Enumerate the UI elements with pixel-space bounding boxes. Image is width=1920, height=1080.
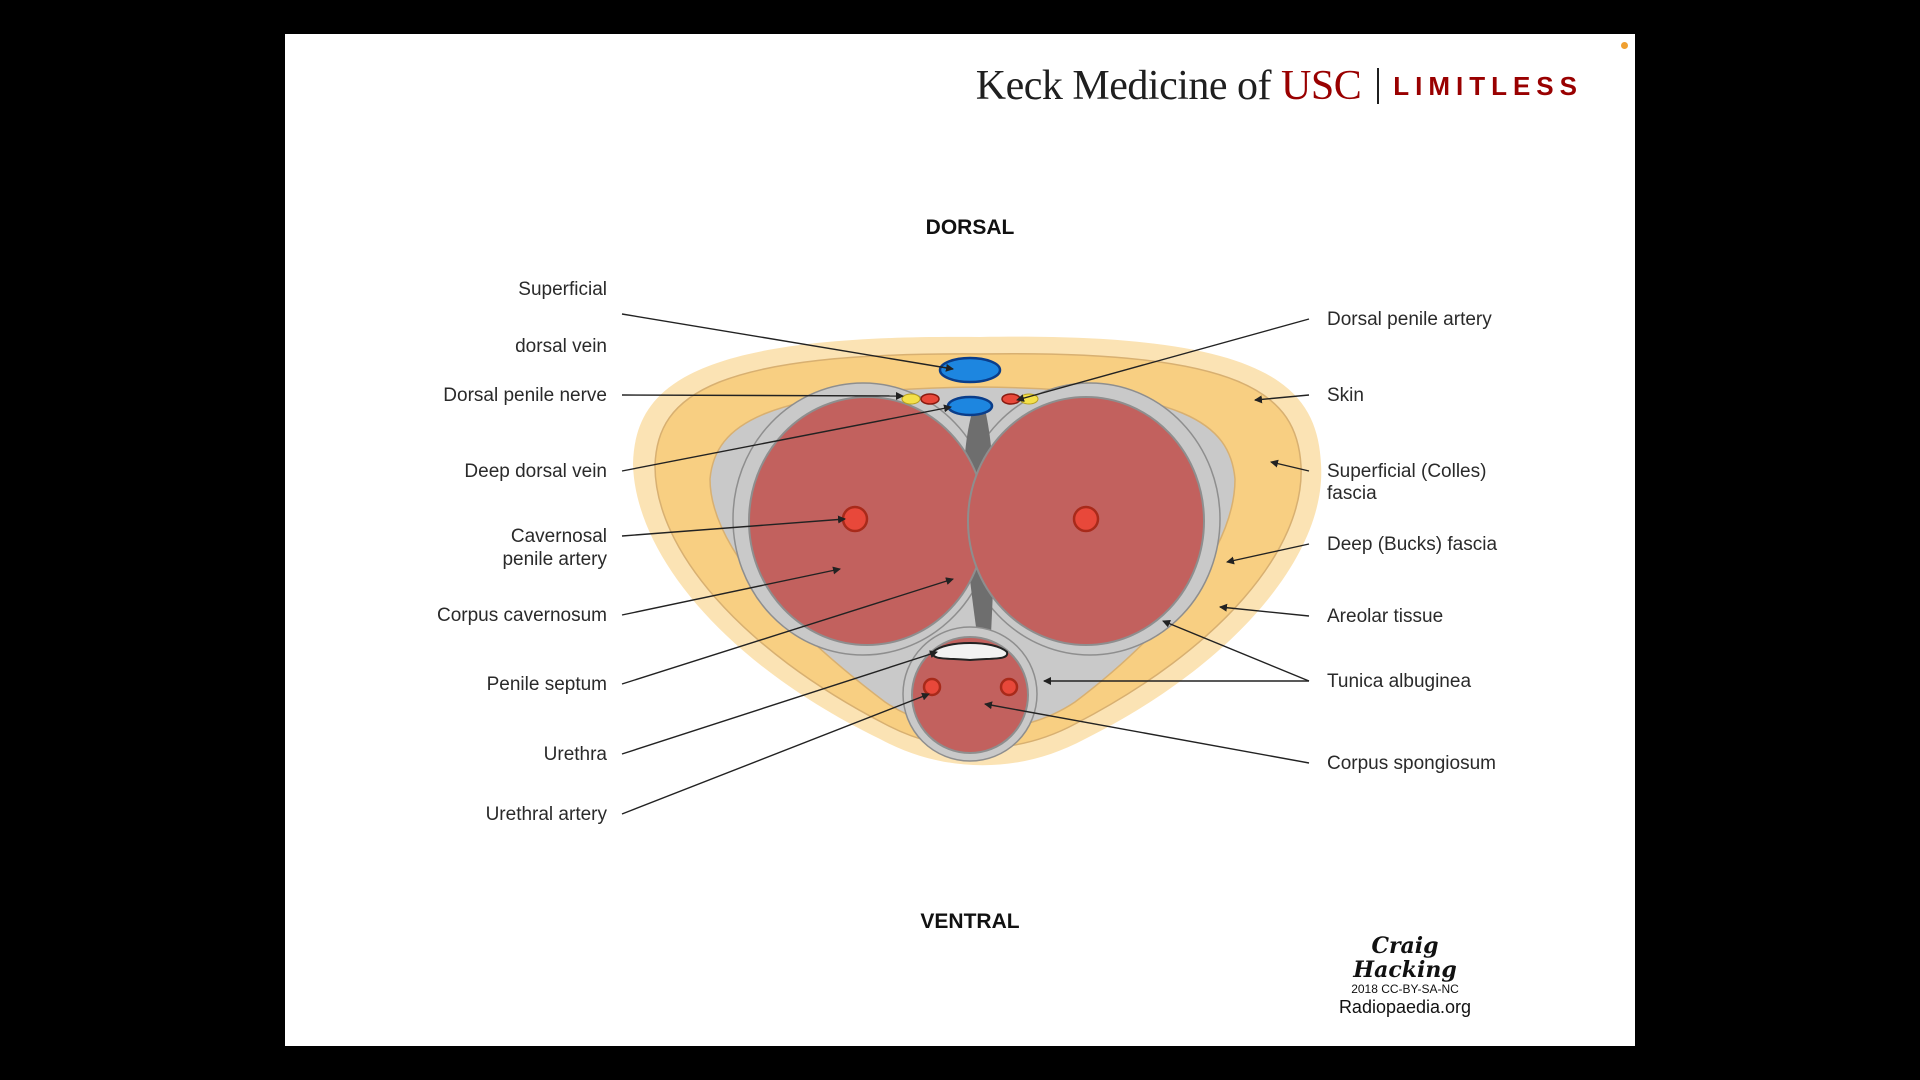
urethra — [931, 642, 1009, 662]
deep-bucks-fascia-label-line: Deep (Bucks) fascia — [1327, 534, 1497, 555]
corpus-spongiosum-label: Corpus spongiosum — [1327, 753, 1496, 774]
leader-lines — [621, 313, 1310, 815]
superficial-colles-fascia-label-line: fascia — [1327, 483, 1377, 504]
urethral-artery-right — [999, 677, 1019, 697]
credit-license: 2018 CC-BY-SA-NC — [1351, 982, 1459, 996]
brand-tagline: LIMITLESS — [1393, 70, 1583, 101]
deep-dorsal-vein-label: Deep dorsal vein — [464, 461, 607, 482]
corpus-cavernosum-label: Corpus cavernosum — [437, 605, 607, 626]
urethral-artery-label-line: Urethral artery — [486, 804, 608, 825]
cavernosal-artery-right — [1072, 505, 1100, 533]
dorsal-label: DORSAL — [926, 216, 1015, 239]
skin-label: Skin — [1327, 385, 1364, 406]
anatomy-illustration — [633, 336, 1322, 766]
penile-septum-label-line: Penile septum — [487, 674, 607, 695]
slide: Keck Medicine of USC LIMITLESS — [285, 34, 1635, 1046]
deep-bucks-fascia-label: Deep (Bucks) fascia — [1327, 534, 1497, 555]
corpus-spongiosum — [911, 636, 1029, 754]
deep-dorsal-vein-label-line: Deep dorsal vein — [464, 461, 607, 482]
superficial-colles-fascia-label: Superficial (Colles)fascia — [1327, 461, 1486, 504]
corpus-spongiosum-label-line: Corpus spongiosum — [1327, 753, 1496, 774]
credit-site: Radiopaedia.org — [1338, 997, 1472, 1017]
superficial-dorsal-vein-label: Superficial dorsal vein — [515, 279, 607, 357]
ventral-label: VENTRAL — [920, 910, 1019, 933]
tunica-albuginea-label: Tunica albuginea — [1327, 671, 1471, 692]
tunica-albuginea-label-line: Tunica albuginea — [1327, 671, 1471, 692]
cavernosal-artery-left — [841, 505, 869, 533]
superficial-dorsal-vein-label-line: Superficial — [518, 279, 607, 300]
brand-usc: USC — [1281, 63, 1362, 109]
urethral-artery-left — [922, 677, 942, 697]
corpus-cavernosum-label-line: Corpus cavernosum — [437, 605, 607, 626]
areolar-tissue-label-line: Areolar tissue — [1327, 606, 1443, 627]
urethra-label: Urethra — [544, 744, 608, 765]
dorsal-penile-nerve-label: Dorsal penile nerve — [443, 385, 607, 406]
credit-author: Craig Hacking — [1353, 933, 1457, 983]
urethral-artery-label: Urethral artery — [486, 804, 608, 825]
dorsal-penile-nerve-left — [901, 393, 921, 405]
cavernosal-penile-artery-label-line: penile artery — [502, 549, 607, 570]
dorsal-penile-nerve-label-line: Dorsal penile nerve — [443, 385, 607, 406]
urethra-label-line: Urethra — [544, 744, 608, 765]
cavernosal-penile-artery-label-line: Cavernosal — [511, 526, 607, 547]
areolar-tissue-label: Areolar tissue — [1327, 606, 1443, 627]
dorsal-penile-artery-label-line: Dorsal penile artery — [1327, 309, 1492, 330]
dorsal-penile-artery-label: Dorsal penile artery — [1327, 309, 1492, 330]
penile-septum-label: Penile septum — [487, 674, 607, 695]
brand-name: Keck Medicine of — [975, 63, 1272, 109]
brand-divider — [1377, 68, 1380, 104]
image-credit: Craig Hacking 2018 CC-BY-SA-NC Radiopaed… — [1325, 934, 1485, 1018]
skin-label-line: Skin — [1327, 385, 1364, 406]
superficial-colles-fascia-label-line: Superficial (Colles) — [1327, 461, 1486, 482]
superficial-dorsal-vein-label-line: dorsal vein — [515, 336, 607, 357]
dorsal-penile-artery-left — [920, 393, 940, 405]
recording-indicator-dot — [1621, 42, 1628, 49]
keck-usc-logo: Keck Medicine of USC LIMITLESS — [976, 62, 1583, 110]
superficial-dorsal-vein — [938, 356, 1002, 384]
deep-dorsal-vein — [946, 395, 994, 417]
dorsal-penile-artery-right — [1001, 393, 1021, 405]
